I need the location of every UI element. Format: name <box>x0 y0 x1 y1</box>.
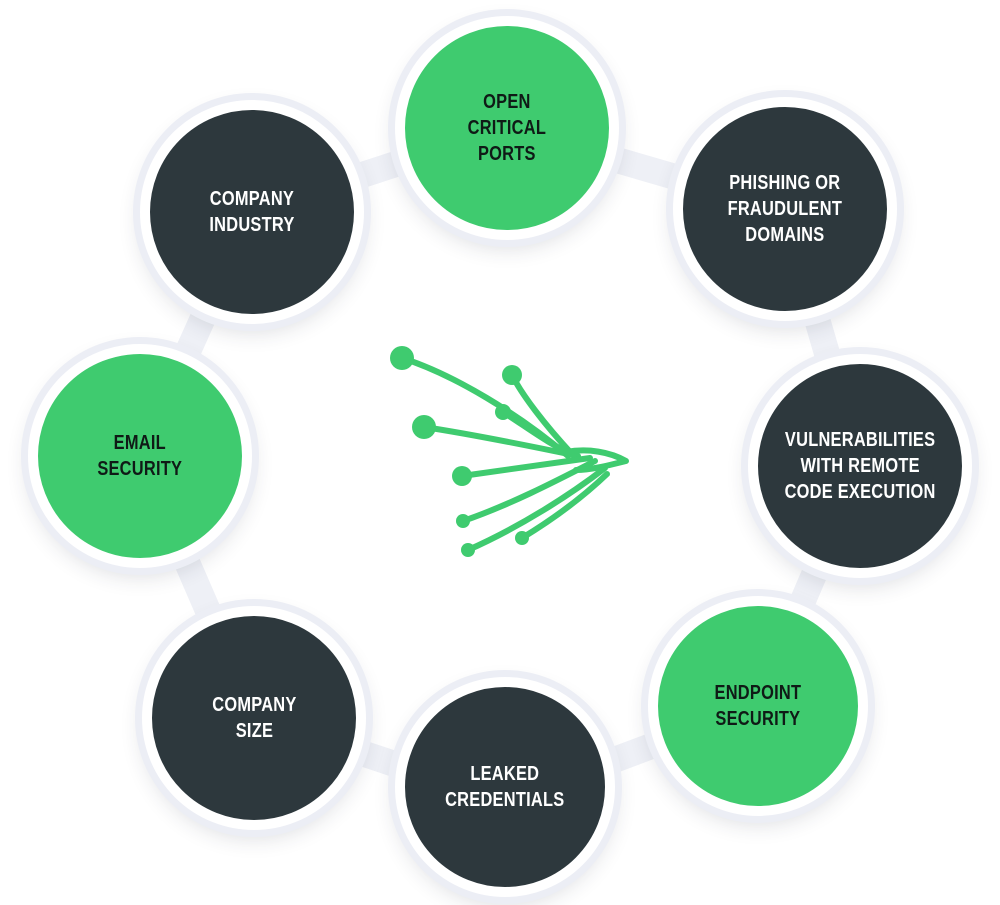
node-company-industry: COMPANY INDUSTRY <box>140 100 364 324</box>
node-label: LEAKED CREDENTIALS <box>445 763 565 811</box>
node-email-security: EMAIL SECURITY <box>28 344 252 568</box>
node-leaked-credentials: LEAKED CREDENTIALS <box>395 677 615 897</box>
node-endpoint-security: ENDPOINT SECURITY <box>648 596 868 816</box>
branching-arrow-logo-icon <box>390 346 629 557</box>
node-label: VULNERABILITIES WITH REMOTE CODE EXECUTI… <box>784 429 936 503</box>
node-label: OPEN CRITICAL PORTS <box>467 91 547 165</box>
node-phishing-or-fraudulent-domains: PHISHING OR FRAUDULENT DOMAINS <box>673 97 897 321</box>
node-label: EMAIL SECURITY <box>97 432 183 480</box>
node-open-critical-ports: OPEN CRITICAL PORTS <box>395 16 619 240</box>
node-company-size: COMPANY SIZE <box>142 606 366 830</box>
node-label: COMPANY INDUSTRY <box>209 188 295 236</box>
node-label: ENDPOINT SECURITY <box>714 682 802 730</box>
node-label: PHISHING OR FRAUDULENT DOMAINS <box>727 172 843 246</box>
node-label: COMPANY SIZE <box>211 694 297 742</box>
node-vulnerabilities-with-remote-code-execution: VULNERABILITIES WITH REMOTE CODE EXECUTI… <box>748 354 972 578</box>
